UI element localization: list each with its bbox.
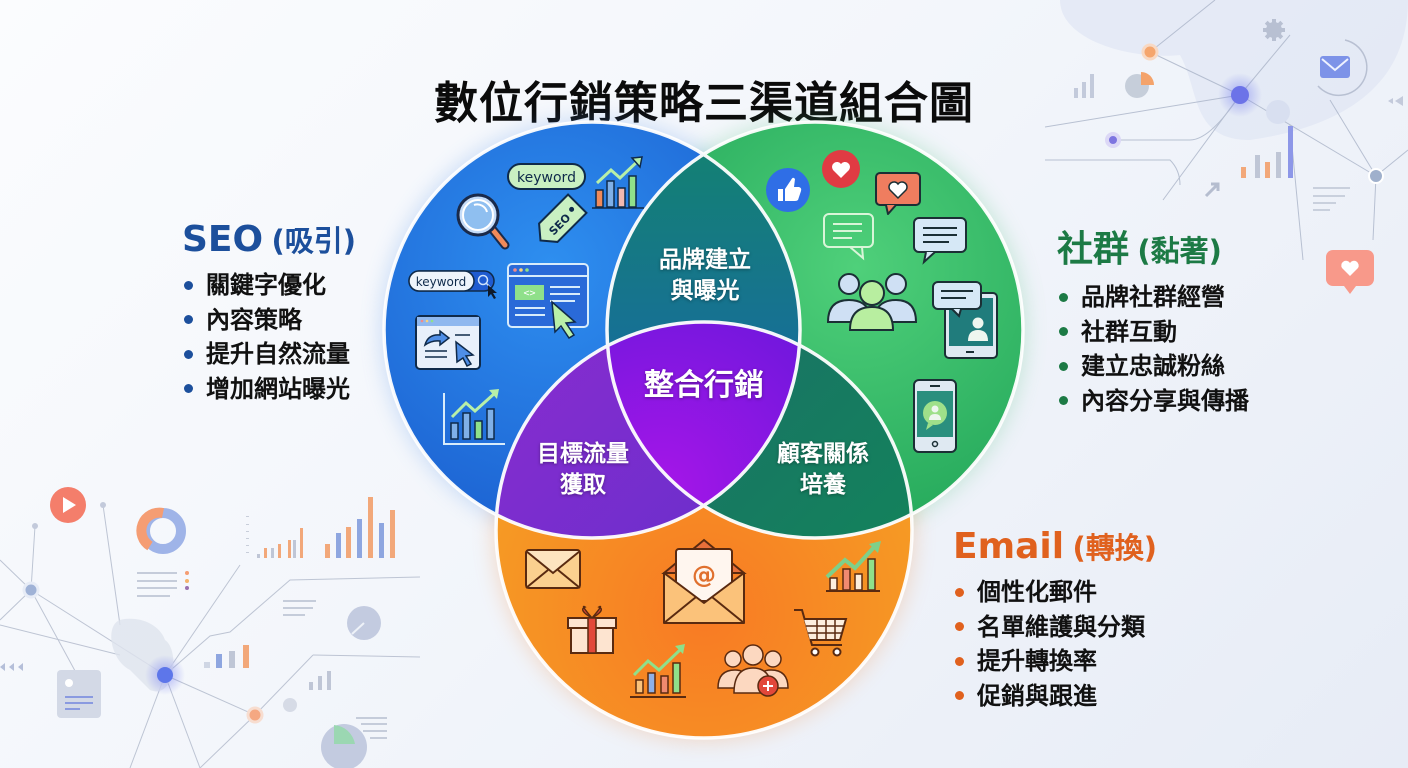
overlap-center-label: 整合行銷 <box>644 368 764 403</box>
bullet-icon <box>1059 292 1068 302</box>
list-item: 個性化郵件 <box>953 575 1157 610</box>
bullet-icon <box>955 587 964 597</box>
svg-text:@: @ <box>692 561 716 589</box>
add-customers-icon <box>717 644 789 697</box>
bullet-icon <box>1059 327 1068 337</box>
gift-icon <box>567 605 617 654</box>
heart-bubble-icon <box>875 172 921 215</box>
tablet-profile-icon <box>932 281 998 359</box>
email-heading: Email (轉換) <box>953 525 1157 567</box>
list-item: 品牌社群經營 <box>1057 280 1249 315</box>
social-heading: 社群 (黏著) <box>1057 220 1249 272</box>
bullet-icon <box>955 622 964 632</box>
bar-chart-up-icon <box>592 156 644 209</box>
shopping-cart-icon <box>794 609 848 657</box>
page-title: 數位行銷策略三渠道組合圖 <box>434 78 974 130</box>
web-page-code-icon: <> <box>507 263 589 340</box>
heart-icon <box>822 150 860 188</box>
envelope-icon <box>525 549 581 589</box>
keyword-tag-icon: keyword <box>507 163 586 190</box>
thumbs-up-icon <box>766 168 810 212</box>
list-item: 建立忠誠粉絲 <box>1057 349 1249 384</box>
list-item: 促銷與跟進 <box>953 679 1157 714</box>
email-name: Email <box>953 526 1065 567</box>
email-list: 個性化郵件 名單維護與分類 提升轉換率 促銷與跟進 <box>953 575 1157 713</box>
social-name: 社群 <box>1057 229 1130 270</box>
growth-chart-icon <box>630 644 686 698</box>
list-item: 關鍵字優化 <box>182 268 356 303</box>
bullet-icon <box>184 280 193 290</box>
growth-chart-icon <box>443 389 505 445</box>
seo-panel: SEO (吸引) 關鍵字優化 內容策略 提升自然流量 增加網站曝光 <box>182 218 356 406</box>
bullet-icon <box>1059 361 1068 371</box>
list-item: 提升自然流量 <box>182 337 356 372</box>
social-role: (黏著) <box>1137 234 1222 268</box>
seo-heading: SEO (吸引) <box>182 218 356 260</box>
email-role: (轉換) <box>1072 531 1157 565</box>
seo-role: (吸引) <box>271 224 356 258</box>
bullet-icon <box>955 691 964 701</box>
bullet-icon <box>184 349 193 359</box>
email-panel: Email (轉換) 個性化郵件 名單維護與分類 提升轉換率 促銷與跟進 <box>953 525 1157 713</box>
list-item: 名單維護與分類 <box>953 610 1157 645</box>
keyword-search-bar-icon: keyword <box>408 270 497 299</box>
bullet-icon <box>184 384 193 394</box>
list-item: 增加網站曝光 <box>182 372 356 407</box>
message-icon <box>913 217 967 265</box>
overlap-seo-social-label: 品牌建立 與曝光 <box>659 247 751 304</box>
browser-redirect-icon <box>415 315 481 370</box>
list-item: 提升轉換率 <box>953 644 1157 679</box>
group-icon <box>826 273 918 331</box>
overlap-seo-email-label: 目標流量 獲取 <box>537 441 629 498</box>
open-email-at-icon: @ <box>661 538 747 624</box>
bullet-icon <box>1059 396 1068 406</box>
magnifier-icon <box>456 193 510 250</box>
social-panel: 社群 (黏著) 品牌社群經營 社群互動 建立忠誠粉絲 內容分享與傳播 <box>1057 220 1249 418</box>
overlap-social-email-label: 顧客關係 培養 <box>777 441 869 498</box>
bullet-icon <box>955 656 964 666</box>
svg-text:keyword: keyword <box>517 170 576 186</box>
bullet-icon <box>184 315 193 325</box>
svg-text:<>: <> <box>523 288 535 299</box>
seo-list: 關鍵字優化 內容策略 提升自然流量 增加網站曝光 <box>182 268 356 406</box>
list-item: 內容策略 <box>182 303 356 338</box>
seo-name: SEO <box>182 219 264 260</box>
list-item: 內容分享與傳播 <box>1057 384 1249 419</box>
social-list: 品牌社群經營 社群互動 建立忠誠粉絲 內容分享與傳播 <box>1057 280 1249 418</box>
list-item: 社群互動 <box>1057 315 1249 350</box>
phone-profile-icon <box>913 379 957 453</box>
chat-bubble-icon <box>823 213 874 261</box>
svg-text:keyword: keyword <box>416 275 467 289</box>
bar-chart-up-icon <box>825 541 881 592</box>
seo-tag-icon: SEO <box>538 193 588 243</box>
